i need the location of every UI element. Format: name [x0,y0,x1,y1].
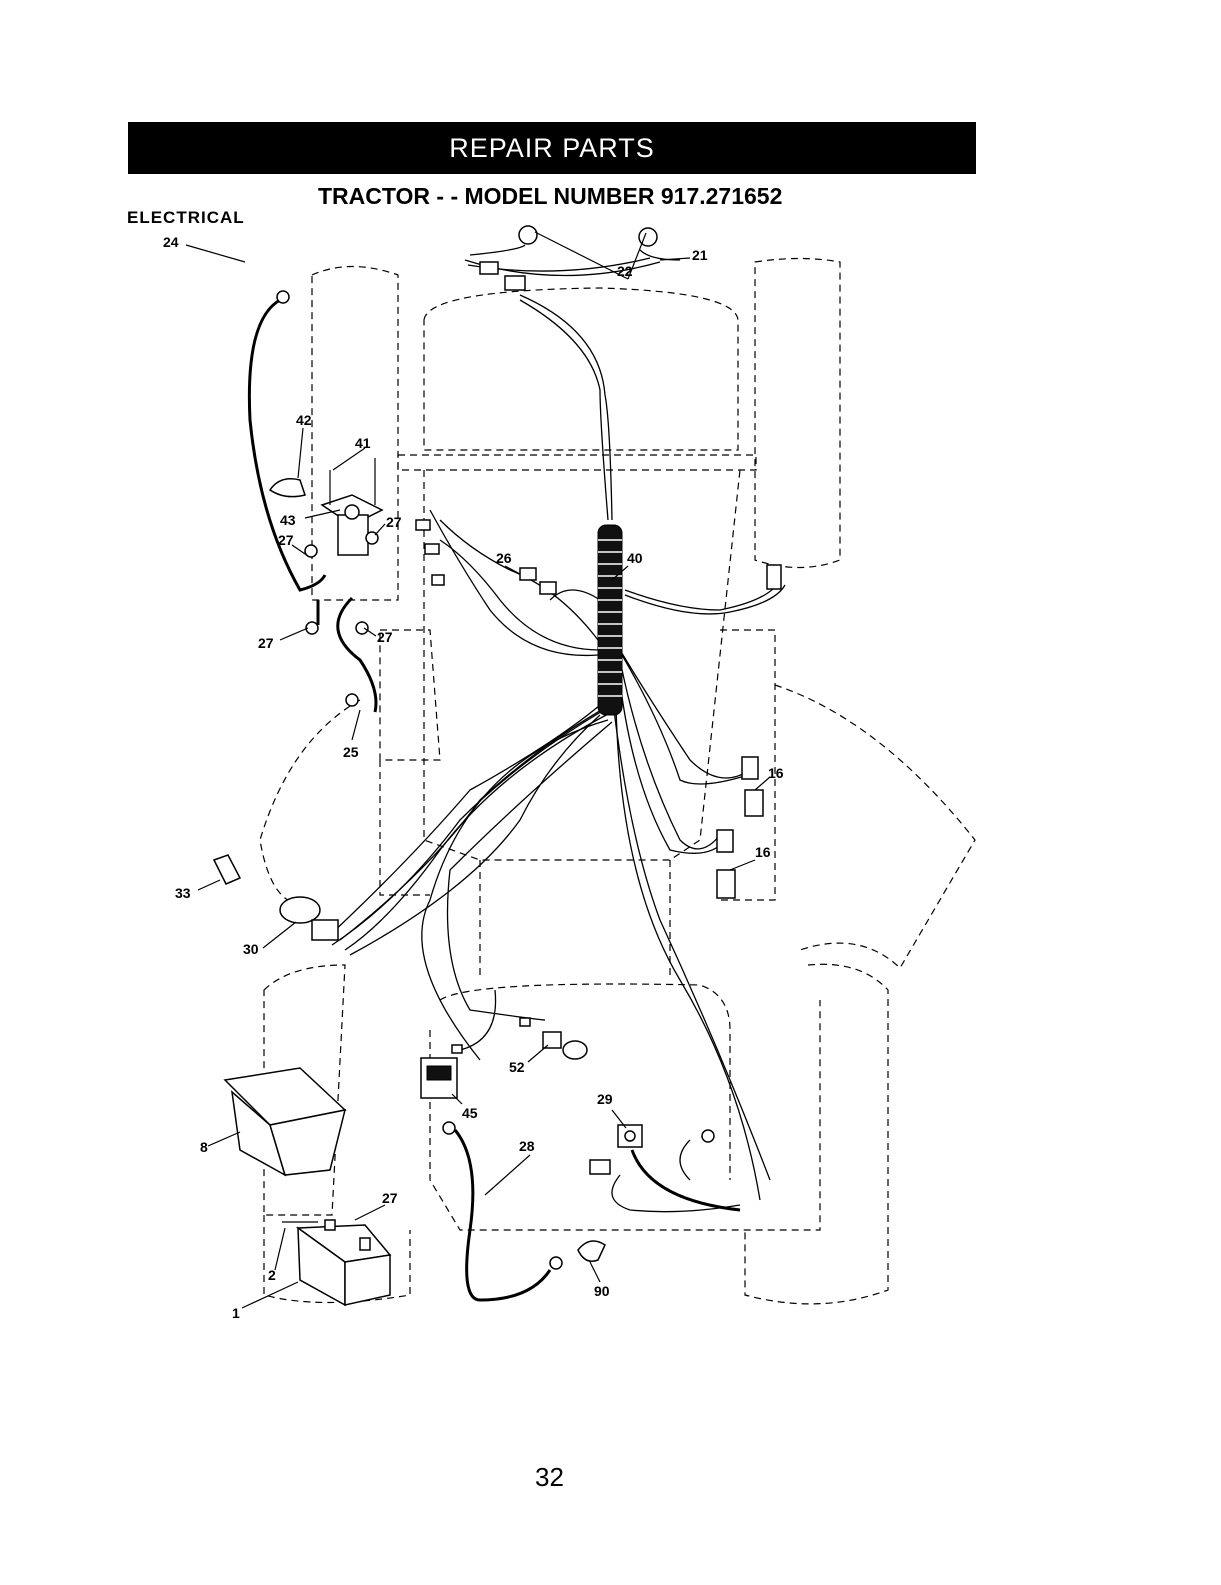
callout-24: 24 [163,234,179,250]
page-number: 32 [535,1462,564,1493]
callout-33: 33 [175,885,191,901]
callout-8: 8 [200,1139,208,1155]
ignition-switch [214,855,338,940]
callout-28: 28 [519,1138,535,1154]
callout-22: 22 [617,263,633,279]
battery [282,1220,390,1305]
callout-27-e: 27 [382,1190,398,1206]
battery-box [225,1068,345,1175]
callout-29: 29 [597,1091,613,1107]
pto-lamp [520,1018,587,1059]
callout-16-a: 16 [768,765,784,781]
callout-26: 26 [496,550,512,566]
callout-27-b: 27 [386,514,402,530]
hour-meter [421,1045,462,1098]
connectors-16 [717,565,781,898]
callout-25: 25 [343,744,359,760]
callout-42: 42 [296,412,312,428]
callout-27-c: 27 [258,635,274,651]
callout-43: 43 [280,512,296,528]
callout-40: 40 [627,550,643,566]
harness-coil [598,525,622,715]
callout-16-b: 16 [755,844,771,860]
callout-2: 2 [268,1267,276,1283]
headlight-assembly [465,226,680,290]
callout-21: 21 [692,247,708,263]
callout-27-d: 27 [377,629,393,645]
callout-52: 52 [509,1059,525,1075]
callout-90: 90 [594,1283,610,1299]
callout-1: 1 [232,1305,240,1321]
callout-30: 30 [243,941,259,957]
switch-29 [590,1125,740,1212]
callout-27-a: 27 [278,532,294,548]
callout-41: 41 [355,435,371,451]
callout-45: 45 [462,1105,478,1121]
